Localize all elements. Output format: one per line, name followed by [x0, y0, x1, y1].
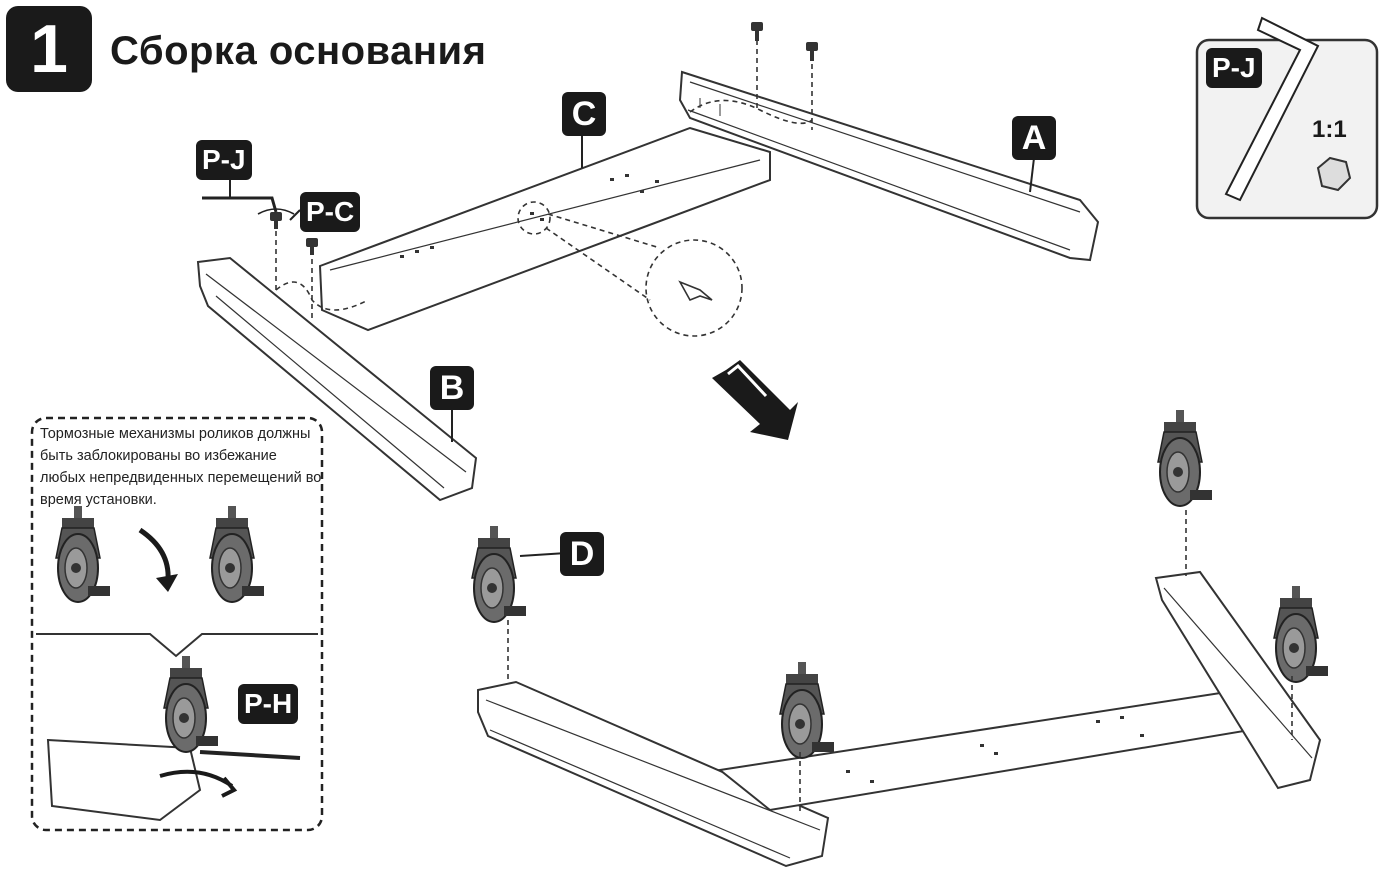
part-label-pc: P-C	[300, 192, 361, 232]
part-label-b: B	[430, 366, 474, 410]
leg-a-drawing	[678, 70, 1100, 262]
scale-label: 1:1	[1312, 116, 1347, 143]
rotate-arrow-icon	[156, 574, 178, 592]
hex-bolt-icon	[1316, 156, 1352, 192]
step-number-badge: 1	[6, 6, 92, 92]
detail-arrow-icon	[678, 280, 713, 302]
hex-key-icon	[202, 196, 295, 215]
step-title: Сборка основания	[110, 29, 487, 73]
part-label-pj: P-J	[196, 140, 252, 180]
screw-icons	[270, 22, 818, 255]
leader-lines	[229, 132, 1035, 557]
lower-frame-drawing	[477, 570, 1322, 868]
brake-note-text: Тормозные механизмы роликов должны быть …	[40, 426, 322, 508]
part-label-c: C	[562, 92, 606, 136]
part-label-a: A	[1012, 116, 1056, 160]
caster-guides	[507, 510, 1293, 812]
leg-b-drawing	[196, 256, 478, 502]
direction-arrow-icon	[712, 360, 798, 440]
brake-note-panel	[30, 416, 324, 832]
tighten-arrow-icon	[159, 769, 238, 798]
part-label-d: D	[560, 532, 604, 576]
wrench-icon	[199, 750, 301, 760]
part-label-ph: P-H	[238, 684, 299, 724]
tool-label-pj: P-J	[1206, 48, 1262, 88]
